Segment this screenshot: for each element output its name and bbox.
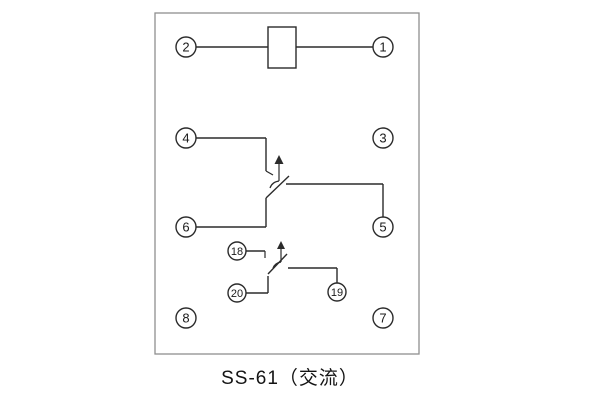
terminal-label: 8 (182, 311, 189, 326)
terminal-4: 4 (175, 127, 197, 149)
coil-rect-icon (267, 26, 297, 69)
terminal-label: 2 (182, 40, 189, 55)
terminal-circle (175, 36, 197, 58)
terminal-circle (372, 216, 394, 238)
terminal-circle (227, 241, 247, 261)
fixed-contact-tick (265, 170, 274, 176)
terminal-label: 3 (379, 131, 386, 146)
terminal-circle (372, 307, 394, 329)
terminal-label: 4 (182, 131, 189, 146)
terminal-19: 19 (327, 282, 347, 302)
terminal-label: 19 (331, 287, 343, 299)
no-contact-arrow-icon (272, 241, 285, 269)
coil-circuit (196, 26, 373, 69)
terminal-5: 5 (372, 216, 394, 238)
no-contact-arrow-icon (269, 155, 284, 189)
terminal-8: 8 (175, 307, 197, 329)
terminal-2: 2 (175, 36, 197, 58)
terminal-18: 18 (227, 241, 247, 261)
contact-4-5-6 (196, 137, 384, 228)
terminal-7: 7 (372, 307, 394, 329)
terminal-3: 3 (372, 127, 394, 149)
terminal-label: 20 (231, 288, 243, 300)
contact-18-19-20 (246, 241, 338, 294)
terminal-circle (327, 282, 347, 302)
terminal-label: 5 (379, 220, 386, 235)
terminal-label: 18 (231, 246, 243, 258)
terminal-label: 7 (379, 311, 386, 326)
terminal-circle (227, 283, 247, 303)
terminal-1: 1 (372, 36, 394, 58)
terminal-20: 20 (227, 283, 247, 303)
contact-blade (265, 175, 290, 199)
contact-blade-2 (267, 253, 288, 275)
terminal-circle (175, 216, 197, 238)
terminal-6: 6 (175, 216, 197, 238)
terminal-circle (372, 36, 394, 58)
diagram-title: SS-61（交流） (221, 367, 359, 389)
terminal-circle (372, 127, 394, 149)
relay-case-outline (154, 12, 420, 355)
terminal-circle (175, 127, 197, 149)
terminal-circle (175, 307, 197, 329)
terminal-label: 6 (182, 220, 189, 235)
terminal-label: 1 (379, 40, 386, 55)
